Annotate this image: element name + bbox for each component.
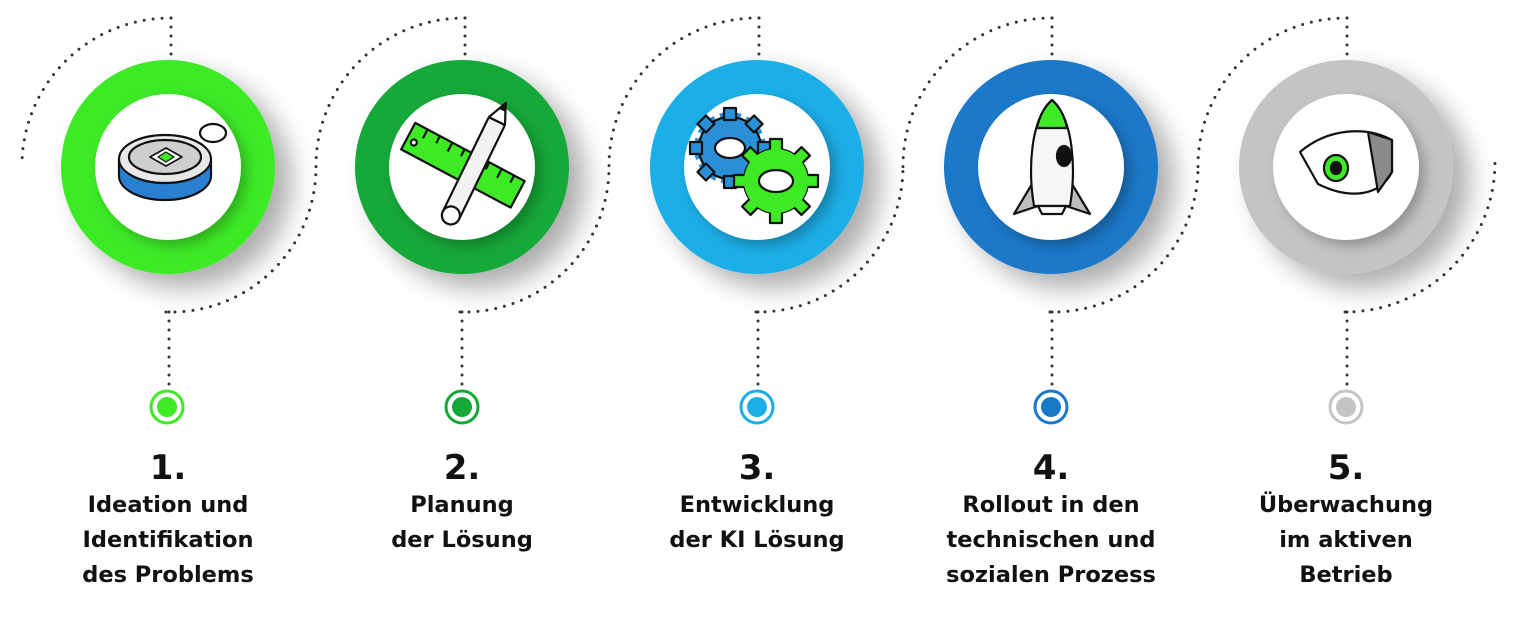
step-title-line: Überwachung xyxy=(1258,492,1434,518)
ruler-pencil-icon xyxy=(400,101,526,226)
step-number: 4. xyxy=(1032,448,1070,488)
step-3-marker xyxy=(739,389,775,425)
step-2-marker xyxy=(444,389,480,425)
step-title-line: des Problems xyxy=(82,562,254,588)
step-title-line: Entwicklung xyxy=(679,492,835,518)
step-number: 3. xyxy=(738,448,776,488)
step-2-label: 2. Planung der Lösung xyxy=(332,448,592,558)
eye-icon xyxy=(1298,130,1394,195)
step-title-line: Planung xyxy=(410,492,514,518)
step-1-marker xyxy=(149,389,185,425)
gears-icon xyxy=(688,106,820,225)
step-5-label: 5. Überwachung im aktiven Betrieb xyxy=(1216,448,1476,593)
step-title-line: Rollout in den xyxy=(962,492,1140,518)
step-title-line: der Lösung xyxy=(391,527,533,553)
step-5-marker xyxy=(1328,389,1364,425)
rocket-icon xyxy=(1012,98,1092,216)
step-4-label: 4. Rollout in den technischen und sozial… xyxy=(921,448,1181,593)
step-3-label: 3. Entwicklung der KI Lösung xyxy=(627,448,887,558)
step-1-label: 1. Ideation und Identifikation des Probl… xyxy=(38,448,298,593)
step-title-line: im aktiven xyxy=(1279,527,1413,553)
step-title-line: Betrieb xyxy=(1299,562,1393,588)
step-title-line: Ideation und xyxy=(87,492,249,518)
compass-icon xyxy=(117,122,228,202)
step-4-marker xyxy=(1033,389,1069,425)
step-title-line: sozialen Prozess xyxy=(946,562,1156,588)
step-title-line: technischen und xyxy=(946,527,1156,553)
dotted-connectors xyxy=(20,16,1497,396)
step-title-line: Identifikation xyxy=(82,527,254,553)
step-number: 1. xyxy=(149,448,187,488)
step-number: 5. xyxy=(1327,448,1365,488)
step-number: 2. xyxy=(443,448,481,488)
step-title-line: der KI Lösung xyxy=(669,527,845,553)
